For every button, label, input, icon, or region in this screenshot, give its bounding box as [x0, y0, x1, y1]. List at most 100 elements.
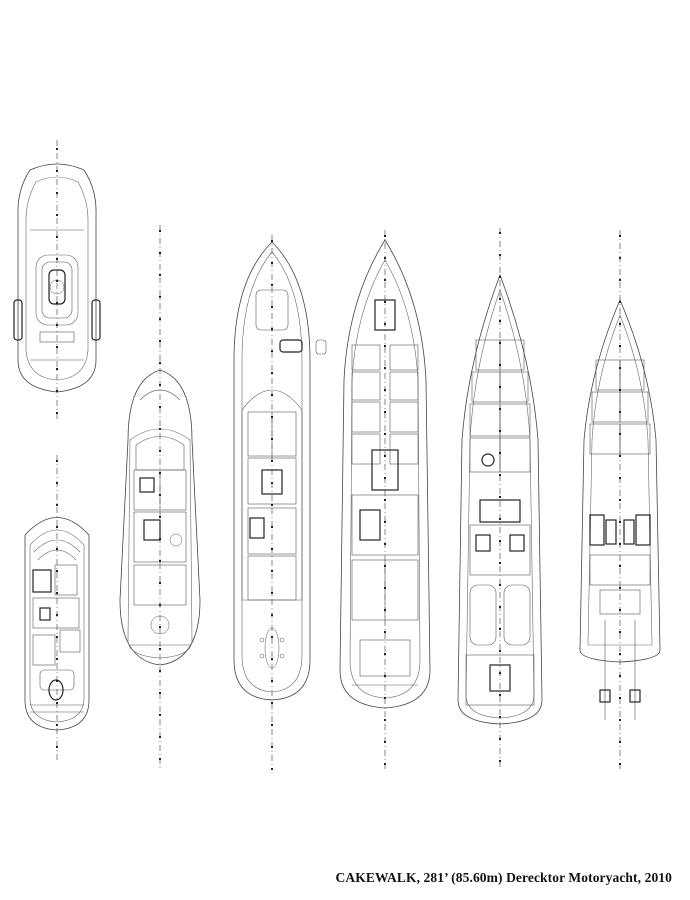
- station-tick: [159, 648, 161, 650]
- station-tick: [384, 565, 386, 567]
- station-tick: [384, 301, 386, 303]
- station-tick: [56, 592, 58, 594]
- station-tick: [619, 345, 621, 347]
- station-tick: [159, 252, 161, 254]
- station-tick: [619, 301, 621, 303]
- station-tick: [384, 235, 386, 237]
- station-tick: [159, 714, 161, 716]
- station-tick: [384, 257, 386, 259]
- main-deck-plan: [233, 235, 327, 770]
- bridge-deck-plan: [24, 455, 90, 760]
- station-tick: [159, 384, 161, 386]
- station-tick: [271, 460, 273, 462]
- station-tick: [499, 496, 501, 498]
- station-tick: [271, 240, 273, 242]
- station-tick: [271, 724, 273, 726]
- station-tick: [56, 504, 58, 506]
- station-tick: [384, 741, 386, 743]
- station-tick: [619, 367, 621, 369]
- station-tick: [384, 543, 386, 545]
- station-tick: [271, 306, 273, 308]
- station-tick: [56, 570, 58, 572]
- station-tick: [619, 455, 621, 457]
- station-tick: [619, 697, 621, 699]
- station-tick: [619, 653, 621, 655]
- station-tick: [271, 438, 273, 440]
- station-tick: [499, 628, 501, 630]
- station-tick: [499, 254, 501, 256]
- station-tick: [384, 279, 386, 281]
- station-tick: [271, 328, 273, 330]
- station-tick: [56, 346, 58, 348]
- station-tick: [384, 477, 386, 479]
- station-tick: [499, 540, 501, 542]
- station-tick: [159, 274, 161, 276]
- station-tick: [56, 702, 58, 704]
- station-tick: [271, 504, 273, 506]
- station-tick: [619, 675, 621, 677]
- station-tick: [271, 416, 273, 418]
- station-tick: [56, 614, 58, 616]
- station-tick: [159, 296, 161, 298]
- station-tick: [159, 758, 161, 760]
- station-tick: [271, 658, 273, 660]
- station-tick: [384, 609, 386, 611]
- station-tick: [499, 650, 501, 652]
- station-tick: [619, 499, 621, 501]
- station-tick: [159, 538, 161, 540]
- station-tick: [56, 680, 58, 682]
- station-tick: [159, 692, 161, 694]
- station-tick: [499, 430, 501, 432]
- station-tick: [271, 570, 273, 572]
- station-tick: [499, 474, 501, 476]
- station-tick: [56, 214, 58, 216]
- station-tick: [619, 235, 621, 237]
- station-tick: [271, 702, 273, 704]
- station-tick: [56, 280, 58, 282]
- station-tick: [499, 694, 501, 696]
- station-tick: [499, 386, 501, 388]
- station-tick: [159, 362, 161, 364]
- station-tick: [271, 482, 273, 484]
- station-tick: [271, 526, 273, 528]
- station-tick: [619, 433, 621, 435]
- station-tick: [56, 258, 58, 260]
- station-tick: [56, 236, 58, 238]
- station-tick: [619, 477, 621, 479]
- station-tick: [384, 675, 386, 677]
- station-tick: [619, 763, 621, 765]
- station-tick: [159, 230, 161, 232]
- station-tick: [619, 631, 621, 633]
- station-tick: [499, 760, 501, 762]
- station-tick: [56, 636, 58, 638]
- station-tick: [159, 582, 161, 584]
- station-tick: [384, 367, 386, 369]
- station-tick: [384, 697, 386, 699]
- station-tick: [56, 746, 58, 748]
- station-tick: [499, 298, 501, 300]
- station-tick: [56, 390, 58, 392]
- station-tick: [56, 658, 58, 660]
- station-tick: [619, 609, 621, 611]
- crew-deck-plan: [457, 228, 543, 770]
- station-tick: [499, 672, 501, 674]
- station-tick: [619, 389, 621, 391]
- station-tick: [499, 364, 501, 366]
- upper-deck-plan: [119, 225, 201, 770]
- station-tick: [619, 719, 621, 721]
- station-tick: [499, 738, 501, 740]
- station-tick: [384, 653, 386, 655]
- station-tick: [384, 587, 386, 589]
- station-tick: [619, 521, 621, 523]
- station-tick: [384, 389, 386, 391]
- station-tick: [384, 521, 386, 523]
- station-tick: [56, 548, 58, 550]
- station-tick: [499, 276, 501, 278]
- station-tick: [56, 302, 58, 304]
- station-tick: [619, 565, 621, 567]
- station-tick: [56, 324, 58, 326]
- station-tick: [159, 626, 161, 628]
- station-tick: [619, 411, 621, 413]
- station-tick: [56, 724, 58, 726]
- station-tick: [271, 636, 273, 638]
